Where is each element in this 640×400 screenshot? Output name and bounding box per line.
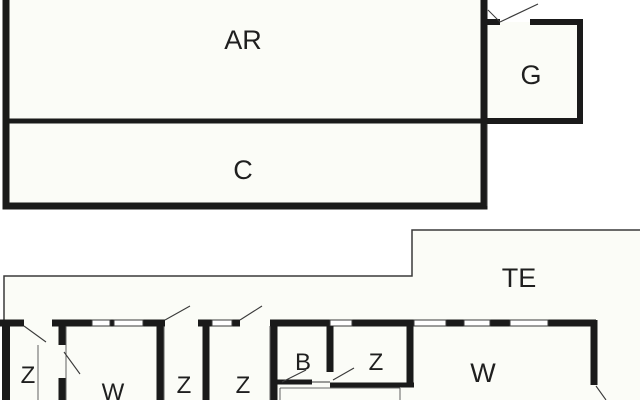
terrace-floor	[413, 231, 640, 277]
room-label-z3: Z	[236, 372, 251, 399]
upper-floor	[6, 0, 484, 206]
window	[509, 319, 549, 327]
garage-floor	[484, 22, 580, 121]
room-label-c: C	[233, 155, 253, 185]
door-swing	[23, 325, 47, 343]
door-swings	[23, 305, 607, 400]
door-swing	[164, 305, 191, 321]
room-label-g: G	[520, 60, 541, 90]
garage-door-jamb	[487, 9, 501, 23]
room-label-te: TE	[502, 263, 537, 293]
lower-floor	[5, 277, 640, 400]
room-label-z4: Z	[369, 349, 384, 376]
upper-building	[2, 0, 583, 210]
room-labels: AR G C TE Z W Z Z B Z W	[21, 25, 542, 400]
room-label-w2: W	[470, 358, 496, 388]
upper-outer-wall	[2, 0, 488, 210]
lower-building	[0, 229, 640, 400]
window	[91, 319, 111, 327]
door-swing	[595, 385, 607, 400]
door-swing	[281, 369, 307, 383]
window	[211, 319, 233, 327]
window	[463, 319, 491, 327]
window-frames	[91, 319, 549, 327]
garage-door-swing	[499, 3, 539, 23]
room-label-w1: W	[102, 379, 125, 400]
door-swing	[332, 367, 355, 381]
window	[113, 319, 144, 327]
room-label-ar: AR	[224, 25, 262, 55]
room-label-b: B	[295, 349, 311, 376]
room-label-z2: Z	[177, 372, 192, 399]
door-swing	[63, 351, 81, 375]
door-swing	[239, 305, 263, 321]
window	[413, 319, 447, 327]
window	[329, 319, 353, 327]
garage-wall	[484, 19, 583, 124]
room-label-z1: Z	[21, 362, 36, 389]
